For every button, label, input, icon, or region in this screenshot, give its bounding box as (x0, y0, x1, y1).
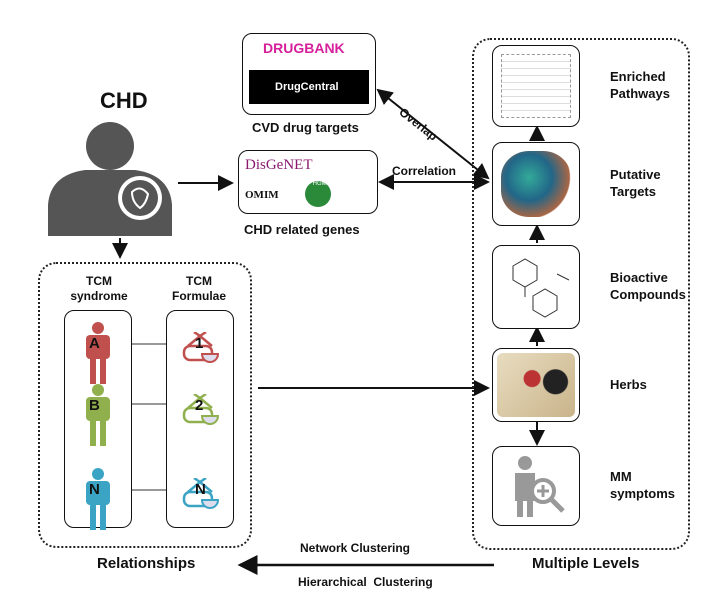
hierarchical-clustering-label: Hierarchical Clustering (298, 575, 433, 589)
network-clustering-label: Network Clustering (300, 541, 411, 555)
related-genes-caption: CHD related genes (244, 222, 360, 237)
person-icon (86, 468, 110, 530)
compound-structure-image (492, 245, 580, 329)
herbal-formula-icon (182, 478, 220, 509)
herbal-formula-icon (182, 332, 220, 363)
formula-label: N (195, 481, 206, 498)
syndrome-label: B (89, 397, 100, 414)
omim-logo: OMIM (245, 189, 279, 201)
herbal-formula-icon (182, 394, 220, 425)
relationships-title: Relationships (97, 555, 196, 572)
hgmd-logo: HGMD (305, 181, 331, 207)
drug-targets-caption: CVD drug targets (252, 120, 359, 135)
syndrome-label: N (89, 481, 100, 498)
levels-panel (472, 38, 690, 550)
level-label: Herbs (610, 376, 647, 392)
heart-icon (130, 187, 150, 210)
overlap-arrow (376, 88, 490, 180)
drugcentral-logo: DrugCentral (249, 70, 369, 104)
person-icon (86, 384, 110, 446)
related-genes-box: DisGeNET OMIM HGMD (238, 150, 378, 214)
person-icon (86, 322, 110, 384)
disgenet-logo: DisGeNET (245, 157, 313, 173)
formula-label: 1 (195, 335, 204, 352)
patient-icon (48, 122, 172, 236)
correlation-label: Correlation (392, 164, 457, 178)
syndrome-label: A (89, 335, 100, 352)
drugbank-logo: DRUGBANK (263, 40, 345, 56)
mm-symptoms-icon (492, 446, 580, 526)
pathway-map-image (492, 45, 580, 127)
levels-title: Multiple Levels (532, 555, 640, 572)
chd-title: CHD (100, 88, 148, 113)
protein-structure-image (492, 142, 580, 226)
formula-label: 2 (195, 397, 204, 414)
drug-targets-box: DRUGBANK DrugCentral (242, 33, 376, 115)
herbs-image (492, 348, 580, 422)
relationships-panel (38, 262, 252, 548)
